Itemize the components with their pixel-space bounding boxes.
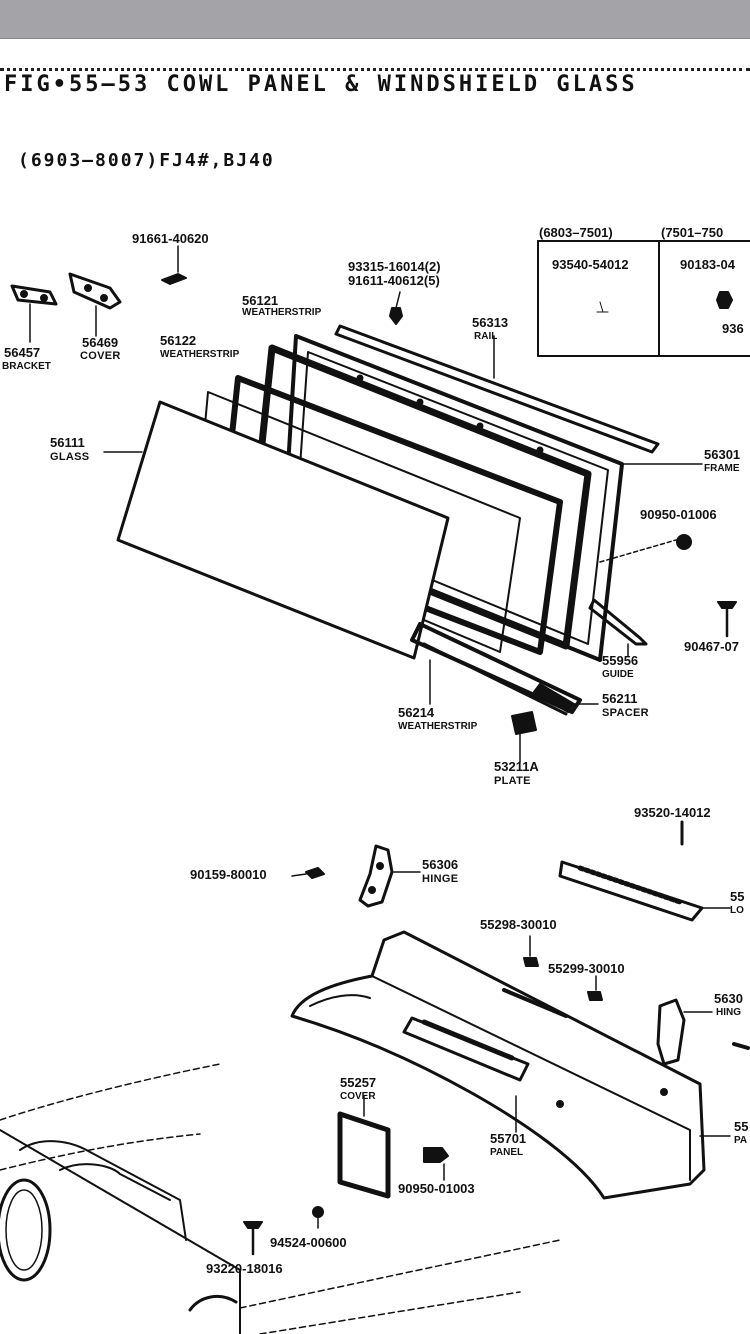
callout-93315: 93315-16014(2): [348, 259, 441, 274]
callout-94524: 94524-00600: [270, 1235, 347, 1250]
callout-91611: 91611-40612(5): [348, 273, 440, 288]
rail-56313-shape: [334, 324, 660, 454]
model-range-table: [537, 240, 750, 357]
figure-subtitle: (6903–8007)FJ4#,BJ40: [18, 150, 275, 171]
bracket-56457-shape: [10, 284, 58, 343]
glass-56111-shape: [103, 400, 450, 660]
hinge-56306-shape: [358, 844, 421, 908]
louver-55-shape: [558, 860, 731, 922]
range-col1-part: 93540-54012: [552, 257, 629, 272]
sheet-top-rule: [0, 68, 750, 71]
callout-56211: 56211: [602, 691, 638, 706]
callout-90950-upper: 90950-01006: [640, 507, 717, 522]
callout-56121: 56121: [242, 293, 279, 308]
callout-55298: 55298-30010: [480, 917, 557, 932]
callout-56457: 56457: [4, 345, 41, 360]
range-col2-header: (7501–750: [661, 225, 724, 240]
callout-93220: 93220-18016: [206, 1261, 283, 1276]
callout-90467: 90467-07: [684, 639, 739, 654]
screw-90467-shape: [717, 601, 737, 638]
callout-53211a: 53211A: [494, 759, 539, 774]
callout-56122-name: WEATHERSTRIP: [160, 349, 240, 360]
plate-53211-shape: [511, 711, 537, 763]
parts-diagram-sheet: FIG•55–53 COWL PANEL & WINDSHIELD GLASS …: [0, 40, 750, 1334]
callout-56469: 56469: [82, 335, 119, 350]
cowl-panel-55701-shape: [290, 930, 731, 1200]
callout-56313-name: RAIL: [474, 331, 498, 342]
callout-55257-name: COVER: [340, 1091, 376, 1102]
callout-55257: 55257: [340, 1075, 377, 1090]
callout-91661: 91661-40620: [132, 231, 209, 246]
callout-56211-name: SPACER: [602, 707, 649, 719]
cover-55257-shape: [337, 1095, 391, 1199]
callout-56111-name: GLASS: [50, 451, 90, 463]
spacer-56211-shape: [533, 683, 599, 713]
screw-93315-shape: [389, 291, 403, 325]
guide-55956-shape: [588, 598, 648, 657]
hinge-5630-right-shape: [656, 998, 750, 1066]
callout-56301-name: FRAME: [704, 463, 740, 474]
cover-56469-shape: [68, 272, 122, 337]
screw-90159-shape: [291, 867, 325, 879]
callout-56214-name: WEATHERSTRIP: [398, 721, 478, 732]
viewer-top-bar: [0, 0, 750, 39]
callout-55701-name: PANEL: [490, 1147, 524, 1158]
screw-91661-shape: [161, 245, 187, 285]
callout-56457-name: BRACKET: [2, 361, 51, 372]
callout-55299: 55299-30010: [548, 961, 625, 976]
callout-56301: 56301: [704, 447, 741, 462]
callout-90950-lower: 90950-01003: [398, 1181, 475, 1196]
callout-55956-name: GUIDE: [602, 669, 634, 680]
callout-55-panel: 55: [734, 1119, 749, 1134]
callout-5630-hinge-name: HING: [716, 1007, 741, 1018]
callout-56469-name: COVER: [80, 350, 121, 362]
callout-56121-name: WEATHERSTRIP: [242, 307, 322, 318]
callout-90159: 90159-80010: [190, 867, 267, 882]
callout-56306-name: HINGE: [422, 873, 459, 885]
callout-56313: 56313: [472, 315, 509, 330]
range-col2-part2: 936: [722, 321, 744, 336]
callout-56111: 56111: [50, 435, 85, 450]
screw-94524-shape: [312, 1206, 324, 1229]
callout-56122: 56122: [160, 333, 197, 348]
vehicle-body-outline: [0, 1063, 561, 1334]
callout-93520: 93520-14012: [634, 805, 711, 820]
callout-5630-hinge: 5630: [714, 991, 743, 1006]
bolt-90950-lower-shape: [423, 1147, 449, 1181]
figure-title: FIG•55–53 COWL PANEL & WINDSHIELD GLASS: [4, 72, 638, 97]
callout-55701: 55701: [490, 1131, 527, 1146]
exploded-parts-drawing: [0, 240, 750, 1334]
callout-53211a-name: PLATE: [494, 775, 531, 787]
weatherstrip-56214-shape: [410, 622, 582, 716]
plug-55299-shape: [587, 975, 603, 1001]
callout-55-panel-name: PA: [734, 1135, 748, 1146]
bolt-90950-upper-shape: [599, 534, 692, 563]
range-col2-part: 90183-04: [680, 257, 735, 272]
plug-55298-shape: [523, 935, 539, 967]
callout-56214: 56214: [398, 705, 435, 720]
screw-93220-shape: [243, 1221, 263, 1256]
callout-55956: 55956: [602, 653, 639, 668]
callout-56306: 56306: [422, 857, 459, 872]
callout-55-louver-name: LO: [730, 905, 744, 916]
range-col1-header: (6803–7501): [539, 225, 613, 240]
callout-55-louver: 55: [730, 889, 745, 904]
